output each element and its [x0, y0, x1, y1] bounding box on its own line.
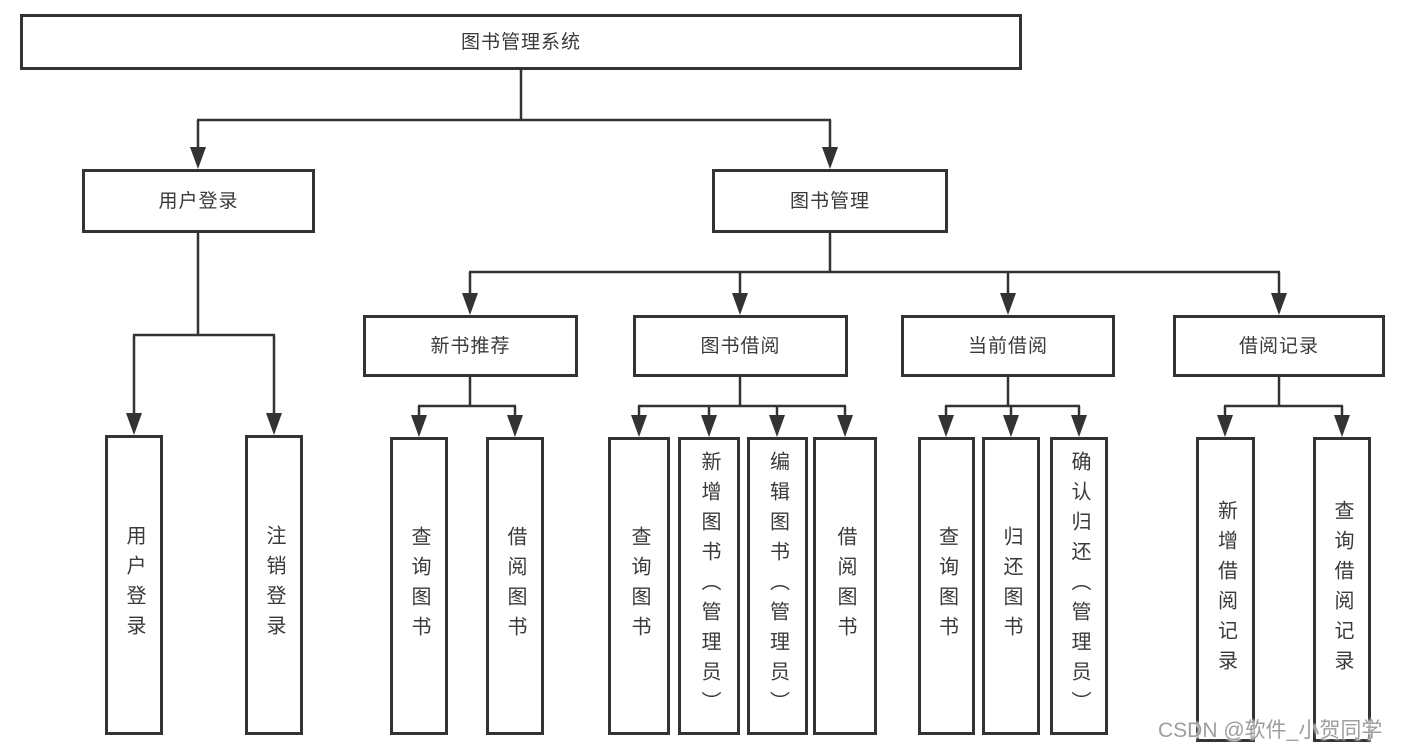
node-label: 注销登录 — [263, 525, 285, 645]
node-label: 确认归还（管理员） — [1068, 451, 1090, 721]
branch-mgmt-to-level3 — [462, 233, 1287, 315]
leaf-borrow-books: 借阅图书 — [813, 437, 877, 735]
node-user-login: 用户登录 — [82, 169, 315, 233]
leaf-query-books: 查询图书 — [608, 437, 670, 735]
node-label: 新书推荐 — [430, 335, 511, 357]
leaf-add-books-admin: 新增图书（管理员） — [678, 437, 740, 735]
branch-borrow-to-leaves — [631, 377, 853, 437]
node-label: 用户登录 — [123, 525, 145, 645]
node-label: 借阅图书 — [834, 526, 856, 646]
branch-root-to-level2 — [190, 70, 838, 169]
node-label: 查询图书 — [628, 526, 650, 646]
leaf-user-login: 用户登录 — [105, 435, 163, 735]
node-label: 当前借阅 — [967, 335, 1048, 357]
node-label: 归还图书 — [1000, 526, 1022, 646]
leaf-edit-books-admin: 编辑图书（管理员） — [747, 437, 808, 735]
node-book-borrowing: 图书借阅 — [633, 315, 848, 377]
node-label: 查询图书 — [935, 526, 958, 646]
leaf-borrow-books: 借阅图书 — [486, 437, 544, 735]
node-borrowing-records: 借阅记录 — [1173, 315, 1385, 377]
leaf-query-borrow-record: 查询借阅记录 — [1313, 437, 1371, 742]
leaf-query-books: 查询图书 — [918, 437, 975, 735]
node-label: 图书管理 — [789, 190, 870, 212]
leaf-query-books: 查询图书 — [390, 437, 448, 735]
node-label: 查询图书 — [408, 526, 430, 646]
node-label: 图书管理系统 — [460, 31, 581, 53]
branch-current-to-leaves — [938, 377, 1087, 437]
branch-records-to-leaves — [1217, 377, 1350, 437]
node-label: 借阅图书 — [504, 526, 526, 646]
node-book-management: 图书管理 — [712, 169, 948, 233]
node-label: 查询借阅记录 — [1331, 499, 1353, 680]
leaf-logout: 注销登录 — [245, 435, 303, 735]
leaf-return-books: 归还图书 — [982, 437, 1040, 735]
node-label: 借阅记录 — [1238, 335, 1319, 357]
node-label: 图书借阅 — [700, 335, 781, 357]
branch-newbook-to-leaves — [411, 377, 523, 437]
leaf-add-borrow-record: 新增借阅记录 — [1196, 437, 1255, 742]
node-new-book-recommend: 新书推荐 — [363, 315, 578, 377]
node-label: 新增图书（管理员） — [698, 451, 720, 721]
node-root-system: 图书管理系统 — [20, 14, 1022, 70]
node-label: 用户登录 — [158, 190, 239, 212]
branch-login-to-leaves — [126, 233, 282, 435]
node-current-borrowing: 当前借阅 — [901, 315, 1115, 377]
leaf-confirm-return-admin: 确认归还（管理员） — [1050, 437, 1108, 735]
csdn-watermark: CSDN @软件_小贺同学 — [1158, 719, 1383, 742]
node-label: 编辑图书（管理员） — [766, 451, 789, 721]
node-label: 新增借阅记录 — [1214, 499, 1237, 680]
